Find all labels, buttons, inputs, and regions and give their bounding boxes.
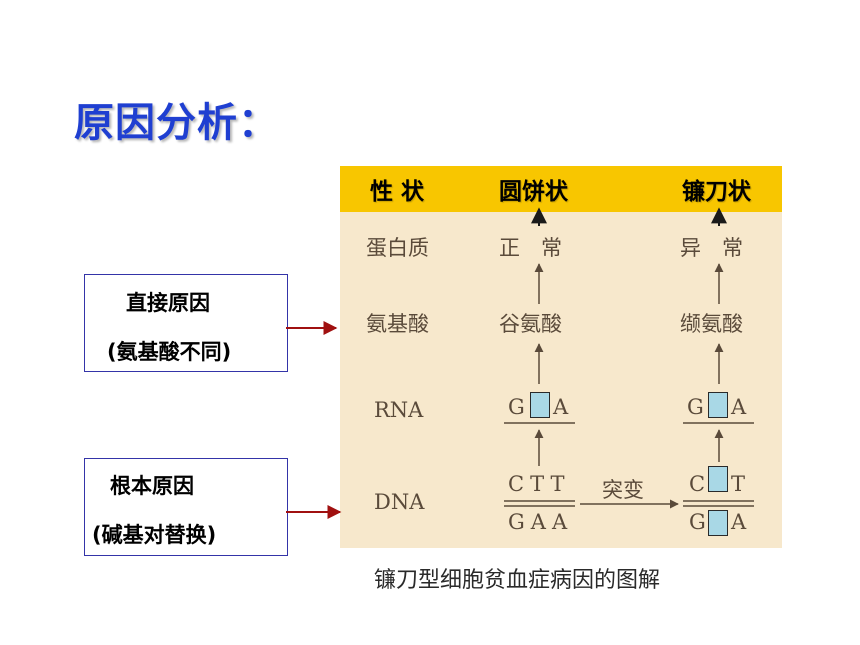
amino-glutamic: 谷氨酸 — [499, 312, 562, 336]
diagram-caption: 镰刀型细胞贫血症病因的图解 — [374, 568, 661, 593]
mutation-label: 突变 — [602, 478, 644, 502]
dna-sickle-top-right-base: T — [731, 472, 746, 496]
protein-abnormal: 异 常 — [680, 236, 743, 260]
rna-sickle-right-base: A — [731, 395, 747, 419]
row-label-amino-acid: 氨基酸 — [366, 312, 429, 336]
page-title: 原因分析： — [74, 100, 279, 146]
dna-sickle-bottom-right-base: A — [731, 510, 747, 534]
header-trait: 性 状 — [370, 179, 425, 205]
trait-header-bar — [340, 166, 782, 212]
rna-normal-left-base: G — [508, 395, 525, 419]
header-sickle-shape: 镰刀状 — [682, 179, 751, 205]
root-cause-box — [84, 458, 288, 556]
row-label-dna: DNA — [374, 490, 425, 514]
rna-normal-highlight-box — [530, 392, 550, 418]
row-label-protein: 蛋白质 — [366, 236, 429, 260]
direct-cause-box — [84, 274, 288, 372]
header-normal-shape: 圆饼状 — [499, 179, 568, 205]
dna-normal-bottom-strand: GAA — [508, 510, 574, 534]
rna-normal-right-base: A — [553, 395, 569, 419]
rna-sickle-left-base: G — [687, 395, 704, 419]
root-cause-detail: (碱基对替换) — [92, 523, 217, 547]
root-cause-title: 根本原因 — [110, 474, 194, 498]
row-label-rna: RNA — [374, 398, 424, 422]
dna-sickle-top-highlight-box — [708, 466, 728, 492]
protein-normal: 正 常 — [499, 236, 562, 260]
diagram-panel — [340, 212, 782, 548]
dna-normal-top-strand: CTT — [508, 472, 571, 496]
amino-valine: 缬氨酸 — [680, 312, 743, 336]
dna-sickle-top-left-base: C — [689, 472, 706, 496]
dna-sickle-bottom-left-base: G — [689, 510, 706, 534]
dna-sickle-bottom-highlight-box — [708, 510, 728, 536]
direct-cause-title: 直接原因 — [126, 291, 210, 315]
direct-cause-detail: (氨基酸不同) — [107, 340, 232, 364]
rna-sickle-highlight-box — [708, 392, 728, 418]
